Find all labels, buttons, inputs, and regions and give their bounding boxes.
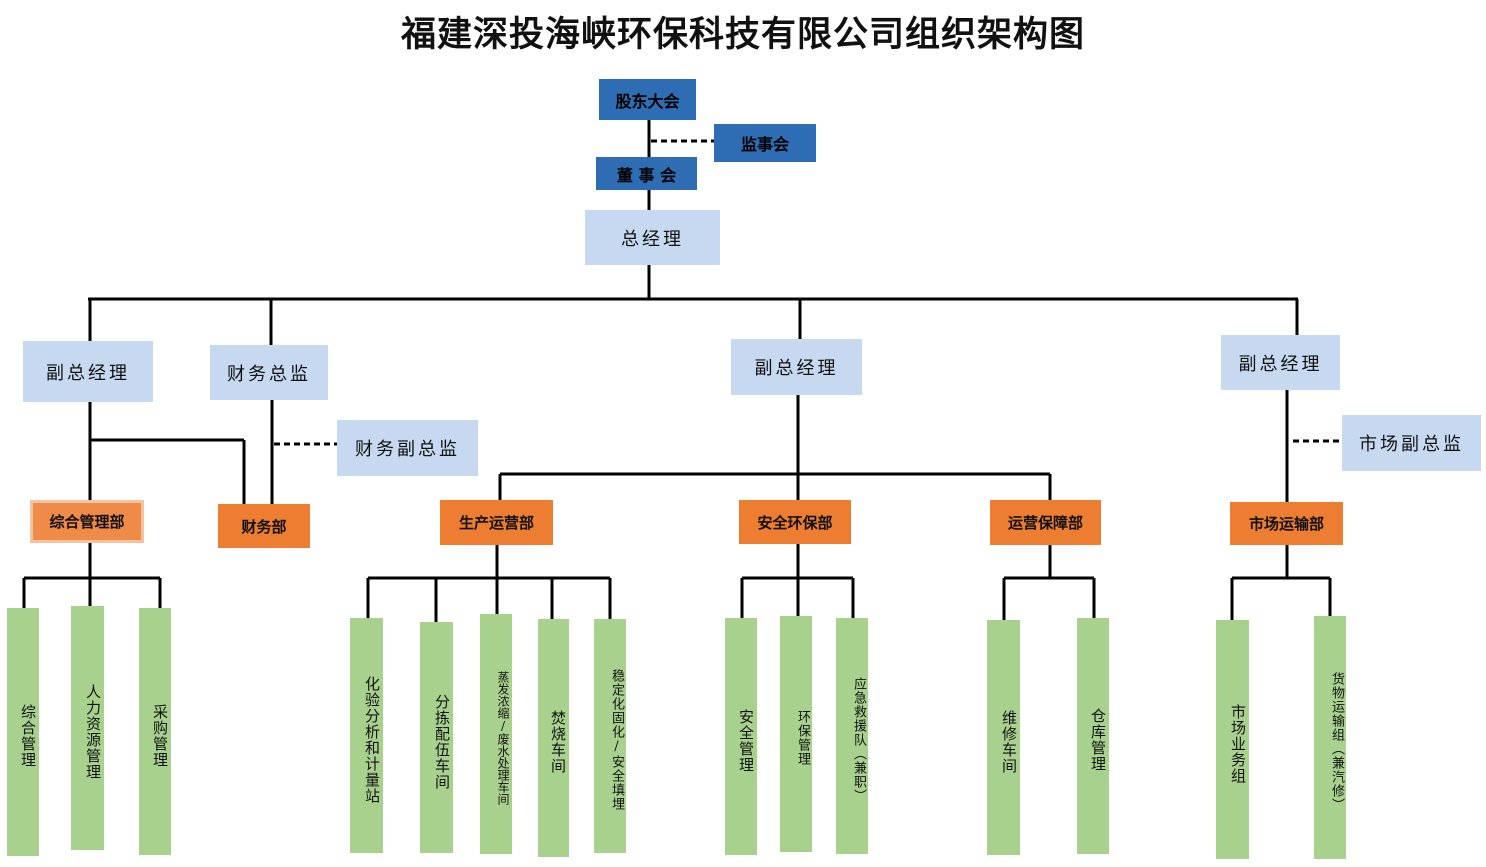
general-manager-box: 总经理 [585,210,720,265]
unit-box: 焚烧车间 [538,619,569,857]
unit-box: 货物运输组（兼汽修） [1314,616,1346,859]
unit-box: 采购管理 [139,608,171,855]
unit-label: 化验分析和计量站 [363,675,381,804]
unit-box: 稳定化固化/安全填埋 [594,619,626,853]
admin-dept-box: 综合管理部 [30,500,144,543]
vice-gm-left-box: 副总经理 [23,341,153,402]
unit-label: 仓库管理 [1089,708,1107,772]
unit-box: 维修车间 [987,620,1020,855]
board-box: 董 事 会 [596,157,697,190]
unit-box: 化验分析和计量站 [350,618,383,853]
vice-gm-right-box: 副总经理 [1221,335,1340,390]
unit-box: 综合管理 [7,608,39,856]
unit-box: 蒸发浓缩/废水处理车间 [480,614,512,854]
production-dept-box: 生产运营部 [440,500,553,545]
unit-box: 市场业务组 [1216,620,1249,859]
unit-label: 维修车间 [1000,709,1018,774]
unit-box: 应急救援队（兼职） [836,618,868,854]
unit-label: 安全管理 [737,708,755,773]
unit-label: 人力资源管理 [84,684,102,780]
finance-dept-box: 财务部 [218,504,310,548]
safety-dept-box: 安全环保部 [739,500,851,544]
unit-box: 仓库管理 [1077,618,1109,854]
unit-box: 分拣配伍车间 [420,622,453,853]
unit-label: 货物运输组（兼汽修） [1329,671,1344,812]
supervisors-box: 监事会 [714,124,816,162]
market-dept-box: 市场运输部 [1230,502,1343,545]
unit-label: 环保管理 [795,710,810,766]
unit-label: 综合管理 [19,704,37,768]
deputy-cfo-box: 财务副总监 [337,420,478,476]
unit-label: 分拣配伍车间 [433,693,451,790]
vice-gm-mid-box: 副总经理 [731,339,862,395]
unit-label: 稳定化固化/安全填埋 [609,669,624,811]
shareholders-box: 股东大会 [599,79,696,120]
unit-box: 环保管理 [780,616,812,852]
unit-label: 采购管理 [151,703,169,768]
chart-title: 福建深投海峡环保科技有限公司组织架构图 [400,14,1085,55]
unit-label: 蒸发浓缩/废水处理车间 [496,671,510,805]
unit-label: 市场业务组 [1229,703,1247,784]
ops-support-dept-box: 运营保障部 [990,500,1101,545]
unit-label: 焚烧车间 [549,710,567,774]
unit-label: 应急救援队（兼职） [851,677,866,803]
market-deputy-box: 市场副总监 [1342,415,1481,471]
unit-box: 人力资源管理 [71,606,104,850]
cfo-box: 财务总监 [210,345,328,400]
unit-box: 安全管理 [725,618,757,855]
